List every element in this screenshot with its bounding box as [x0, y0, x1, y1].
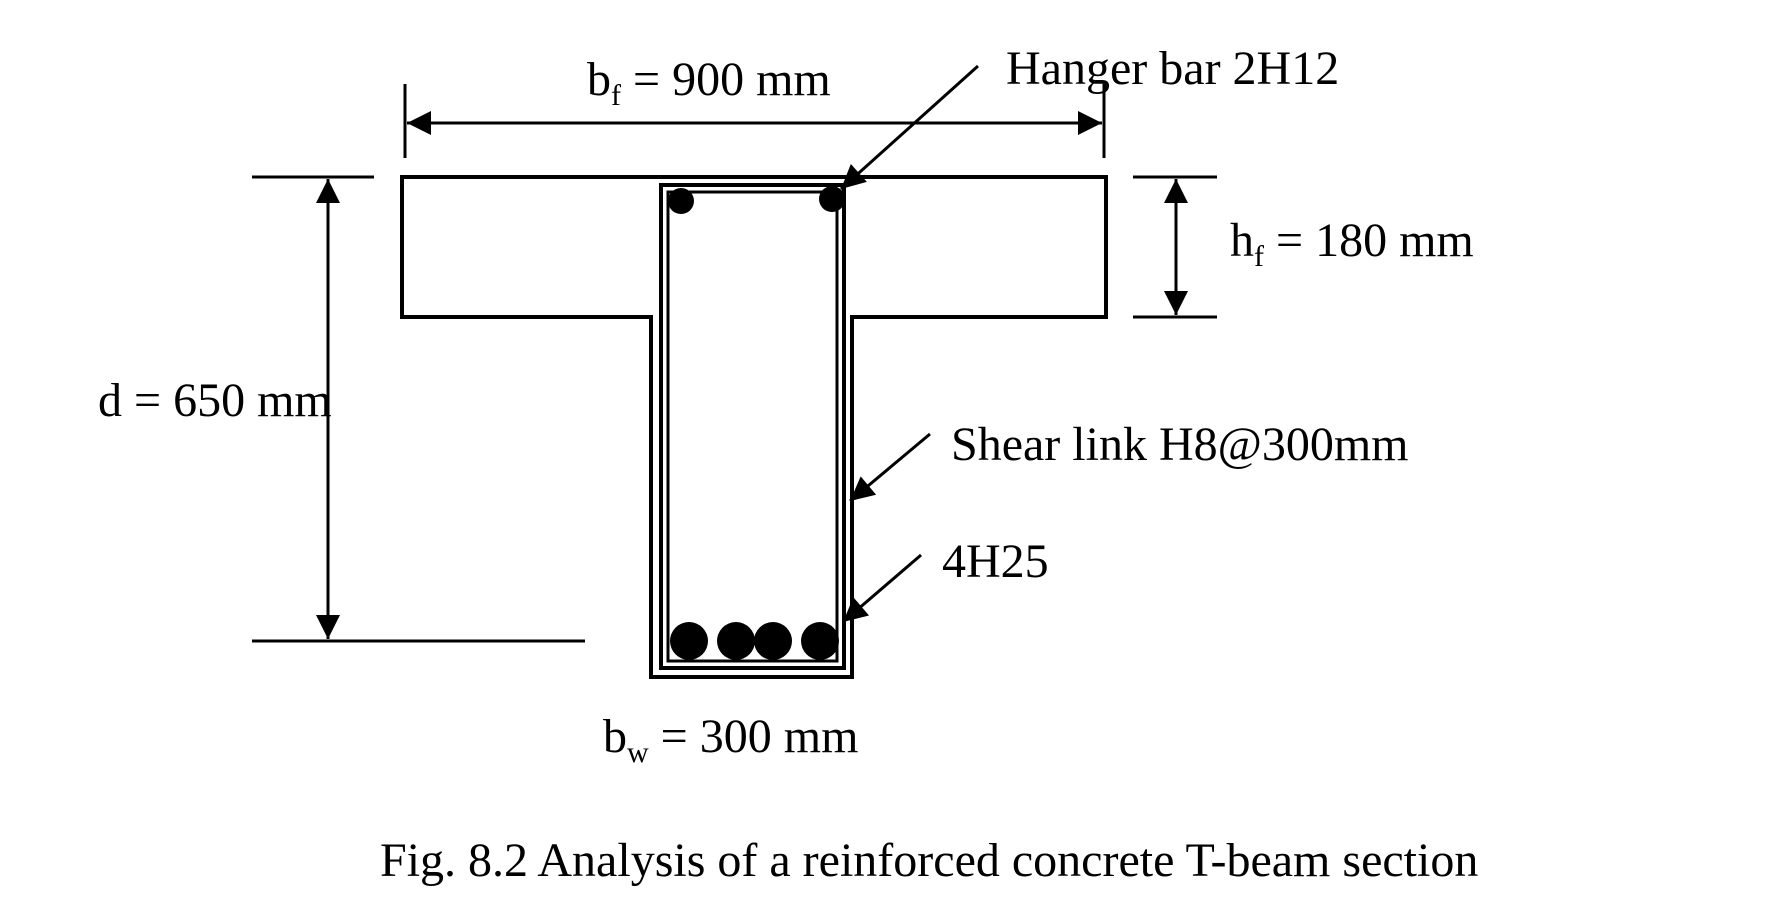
flange-height-label: hf = 180 mm — [1230, 214, 1474, 273]
hanger-bar-left — [668, 188, 694, 214]
t-beam-outline — [400, 175, 1108, 679]
bottom-bars-leader — [842, 553, 922, 624]
shear-link-inner — [666, 190, 839, 663]
hanger-bar-leader — [839, 64, 980, 191]
shear-link-leader — [849, 432, 931, 503]
main-bar-4 — [801, 622, 839, 660]
effective-depth-label: d = 650 mm — [98, 374, 332, 427]
figure-caption: Fig. 8.2 Analysis of a reinforced concre… — [380, 834, 1478, 887]
bottom-bars-label: 4H25 — [942, 535, 1049, 588]
main-bar-1 — [670, 622, 708, 660]
shear-link-outer — [659, 183, 846, 670]
hanger-bar-label: Hanger bar 2H12 — [1006, 42, 1339, 95]
web-width-label: bw = 300 mm — [603, 710, 858, 769]
main-bar-2 — [717, 622, 755, 660]
main-bar-3 — [754, 622, 792, 660]
shear-link-label: Shear link H8@300mm — [951, 418, 1409, 471]
hanger-bar-right — [819, 186, 845, 212]
flange-width-label: bf = 900 mm — [587, 53, 831, 112]
